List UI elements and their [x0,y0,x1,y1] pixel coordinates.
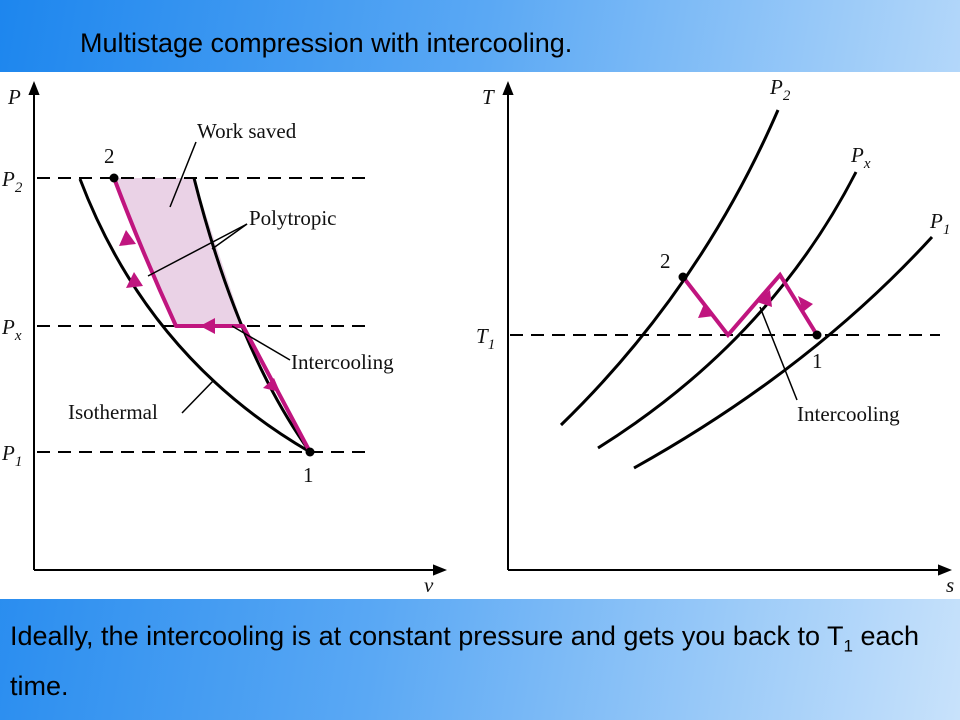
polytropic-leader-b [211,223,248,250]
pv-y-axis-label: P [7,85,21,109]
state-point-icon [305,447,315,457]
ts-state-1-label: 1 [812,349,823,373]
arrowhead-icon [757,290,772,307]
ts-state-2-label: 2 [660,249,671,273]
intercooling-leader-ts [759,306,798,401]
isobar-px [597,171,858,450]
isobar-p1 [633,235,934,470]
polytropic-label: Polytropic [249,206,337,230]
arrowhead-icon [126,272,143,288]
px-label: Px [1,315,22,344]
state-point-icon [812,330,822,340]
intercooling-label-pv: Intercooling [291,350,394,374]
pv-x-axis-label: v [424,573,434,597]
arrowhead-icon [263,378,280,392]
intercooling-label-ts: Intercooling [797,402,900,426]
arrowhead-icon [798,296,813,312]
caption-subscript: 1 [843,636,853,656]
caption-part-2: each time. [10,621,920,702]
isobar-px-label: Px [850,143,871,172]
caption-text: Ideally, the intercooling is at constant… [10,616,945,706]
work-saved-leader [169,141,197,208]
diagram-canvas: P v P2 Px P1 2 1 Work saved Polytropic I… [1,75,954,597]
caption-part-1: Ideally, the intercooling is at constant… [10,621,844,651]
p1-label: P1 [1,441,22,470]
arrowhead-icon [200,318,215,334]
arrowhead-icon [119,230,136,246]
state-point-icon [678,272,688,282]
diagram-panel: P v P2 Px P1 2 1 Work saved Polytropic I… [0,72,960,599]
work-saved-region [114,178,243,326]
isothermal-label: Isothermal [68,400,158,424]
isothermal-leader [181,379,215,414]
p2-label: P2 [1,167,23,196]
isobar-p1-label: P1 [929,209,950,238]
arrowhead-icon [698,304,714,318]
pv-compression-path [112,177,312,453]
slide-title: Multistage compression with intercooling… [80,28,573,58]
ts-diagram: T s T1 P2 Px P1 2 1 Intercooling [476,75,954,597]
polytropic-leader-a [147,223,248,277]
work-saved-label: Work saved [197,119,297,143]
isobar-p2-label: P2 [769,75,791,104]
isothermal-curve [78,178,311,454]
intercooling-leader-pv [231,325,291,361]
ts-compression-path [681,271,819,339]
state-point-icon [109,173,119,183]
ts-y-axis-label: T [482,85,495,109]
t1-label: T1 [476,324,495,353]
pv-state-1-label: 1 [303,463,314,487]
ts-x-axis-label: s [946,573,954,597]
pv-state-2-label: 2 [104,144,115,168]
pv-diagram: P v P2 Px P1 2 1 Work saved Polytropic I… [1,81,447,597]
